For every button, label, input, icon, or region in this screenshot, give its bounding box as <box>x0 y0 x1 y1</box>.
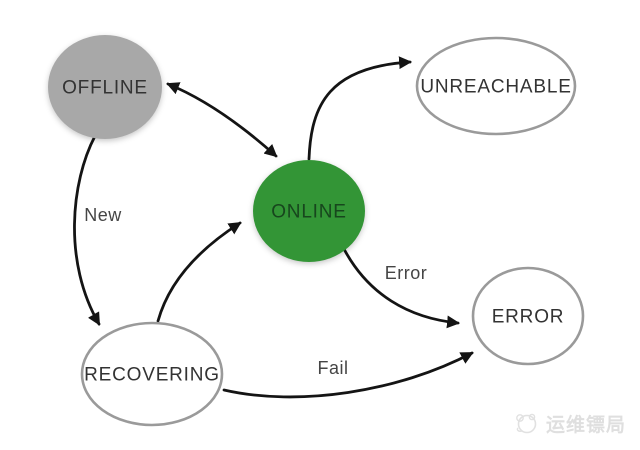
edge-label-error: Error <box>385 263 428 283</box>
state-offline-label: OFFLINE <box>62 78 148 99</box>
edge-offline-recovering <box>73 134 101 326</box>
watermark: 运维镖局 <box>511 408 626 438</box>
state-unreachable <box>415 36 577 136</box>
edge-online-unreachable <box>307 56 412 161</box>
state-recovering <box>80 321 224 427</box>
state-error-label: ERROR <box>492 307 565 328</box>
state-online-label: ONLINE <box>271 202 347 223</box>
panda-logo-icon <box>516 413 537 434</box>
edge-recovering-error <box>222 351 474 399</box>
state-recovering-label: RECOVERING <box>84 365 220 386</box>
edge-offline-online-bidirectional <box>166 82 278 158</box>
state-error <box>471 266 585 366</box>
watermark-text: 运维镖局 <box>545 414 626 436</box>
edge-label-new: New <box>84 205 122 225</box>
state-online <box>253 160 365 262</box>
state-offline <box>48 35 162 139</box>
edge-online-error <box>342 247 460 329</box>
edge-recovering-online <box>156 221 242 323</box>
edge-label-fail: Fail <box>317 358 348 378</box>
state-unreachable-label: UNREACHABLE <box>420 77 571 98</box>
